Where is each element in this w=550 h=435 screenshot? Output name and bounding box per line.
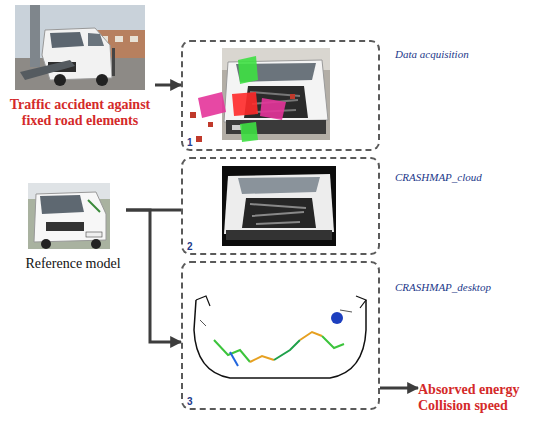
deformation-profile [194,296,366,378]
callout-number: 1 [187,137,193,148]
stage-heading: CRASHMAP_cloud [395,171,545,184]
source-photo-node: Traffic accident against fixed road elem… [5,5,155,129]
accident-photo [15,5,145,90]
measurement-planes [190,56,295,142]
damaged-vehicle-photo [222,48,330,140]
result-node: Absorved energy Collision speed [418,382,548,416]
reference-van-photo [28,183,110,249]
flow-arrow [126,209,181,212]
flow-arrow [380,387,418,390]
callout-number: 3 [187,396,193,407]
result-text: Absorved energy Collision speed [418,382,548,414]
stage-box: CRASHMAP_cloud2 [181,157,380,255]
reference-caption: Reference model [20,256,126,272]
stage-heading: Data acquisition [395,48,545,61]
source-caption: Traffic accident against fixed road elem… [5,97,155,129]
stage-heading: CRASHMAP_desktop [395,281,545,294]
cloud-vehicle-photo [222,166,336,246]
stage-box: Data acquisition1 [181,40,380,151]
flow-arrow [155,84,181,87]
flow-arrow [126,210,181,342]
stage-box: CRASHMAP_desktop3 [181,261,380,410]
reference-node: Reference model [20,183,126,272]
callout-number: 2 [187,241,193,252]
